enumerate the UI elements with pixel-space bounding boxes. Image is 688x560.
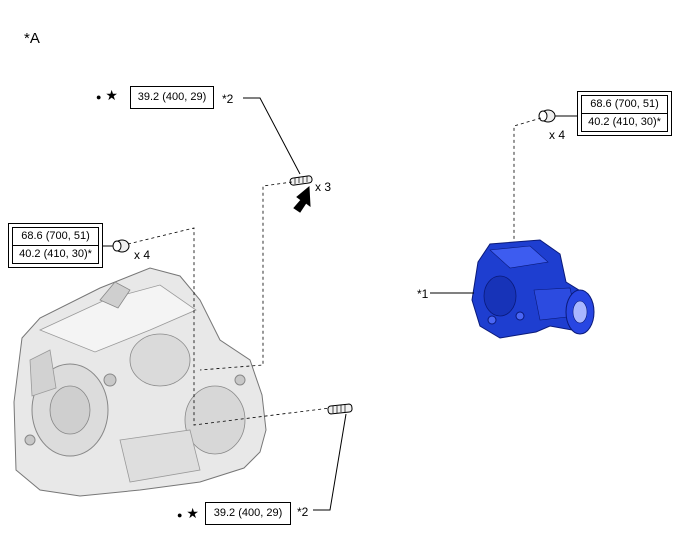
torque-box-nut-left: 68.6 (700, 51) 40.2 (410, 30)* xyxy=(8,223,103,268)
torque-box-stud-bottom: 39.2 (400, 29) xyxy=(205,502,291,525)
star-icon: ★ xyxy=(105,87,118,103)
torque-value-secondary: 40.2 (410, 30)* xyxy=(13,245,98,263)
stud-bolt-bottom xyxy=(327,403,353,415)
torque-box-nut-right: 68.6 (700, 51) 40.2 (410, 30)* xyxy=(577,91,672,136)
torque-value-secondary: 40.2 (410, 30)* xyxy=(582,113,667,131)
torque-value: 39.2 (400, 29) xyxy=(137,91,207,103)
bullet-icon: ● xyxy=(96,92,102,102)
dashed-lines xyxy=(127,117,542,426)
nut-left xyxy=(112,239,130,253)
torque-value: 39.2 (400, 29) xyxy=(213,507,283,519)
quantity-nut-left: x 4 xyxy=(134,248,151,262)
quantity-nut-right: x 4 xyxy=(549,128,566,142)
nut-right xyxy=(538,109,556,123)
transaxle-assembly xyxy=(13,267,267,497)
leader-lines xyxy=(101,97,578,511)
torque-box-stud-top: 39.2 (400, 29) xyxy=(130,86,214,109)
callout-stud-bottom: *2 xyxy=(297,505,309,519)
arrow-icon xyxy=(293,185,311,213)
bullet-icon: ● xyxy=(177,510,183,520)
transfer-assembly xyxy=(471,239,595,339)
view-label: *A xyxy=(24,30,40,47)
callout-transfer: *1 xyxy=(417,287,429,301)
quantity-stud-top: x 3 xyxy=(315,180,332,194)
callout-stud-top: *2 xyxy=(222,92,234,106)
stud-bolt-top xyxy=(289,175,313,186)
torque-symbols-top: ● ★ xyxy=(96,87,118,104)
torque-value-primary: 68.6 (700, 51) xyxy=(590,98,659,110)
torque-value-primary: 68.6 (700, 51) xyxy=(21,230,90,242)
torque-symbols-bottom: ● ★ xyxy=(177,505,199,522)
star-icon: ★ xyxy=(186,505,199,521)
